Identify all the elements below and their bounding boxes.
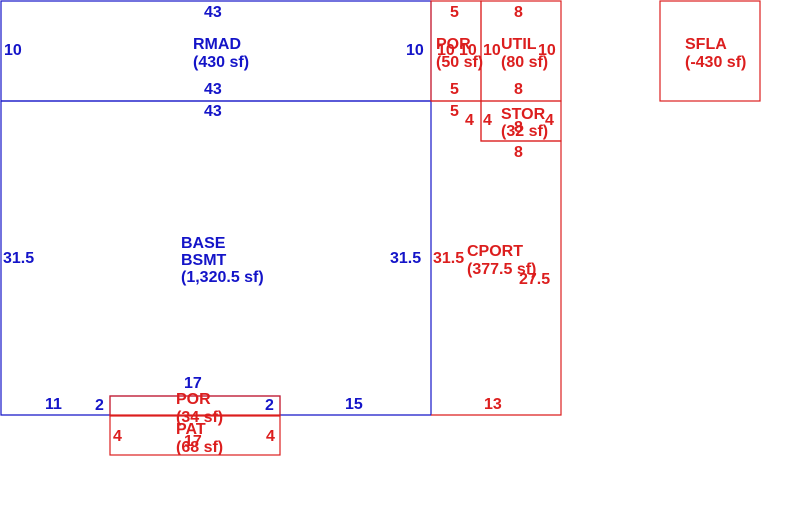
base-dim-right: 31.5: [390, 250, 421, 267]
util-name: UTIL: [501, 36, 537, 53]
rmad-dim-right: 10: [406, 42, 424, 59]
pat-dim-center: 17: [184, 433, 202, 450]
util-dim-left: 10: [483, 42, 501, 59]
por-top-name: POR: [436, 36, 471, 53]
stor-dim-left-2: 4: [483, 112, 492, 129]
sfla-area: (-430 sf): [685, 54, 746, 71]
sfla-outline: [659, 0, 761, 102]
cport-dim-left: 31.5: [433, 250, 464, 267]
base-dim-left: 31.5: [3, 250, 34, 267]
base-area: (1,320.5 sf): [181, 269, 264, 286]
cport-dim-bottom: 13: [484, 396, 502, 413]
base-dim-bottom-right: 15: [345, 396, 363, 413]
stor-dim-center: 8: [514, 119, 523, 136]
por-bottom-name: POR: [176, 391, 211, 408]
stor-area: (32 sf): [501, 123, 548, 140]
rmad-name: RMAD: [193, 36, 241, 53]
rmad-area: (430 sf): [193, 54, 249, 71]
sfla-name: SFLA: [685, 36, 727, 53]
stor-dim-bottom: 8: [514, 144, 523, 161]
base-dim-top: 43: [204, 103, 222, 120]
por-top-dim-left: 10: [437, 42, 455, 59]
util-dim-bottom: 8: [514, 81, 523, 98]
por-top-dim-right: 10: [459, 42, 477, 59]
stor-dim-right: 4: [545, 112, 554, 129]
cport-name: CPORT: [467, 243, 523, 260]
stor-dim-left: 4: [465, 112, 474, 129]
pat-area: (68 sf): [176, 439, 223, 456]
por-bottom-outline: [109, 395, 281, 417]
base-name-2: BSMT: [181, 252, 227, 269]
por-top-area: (50 sf): [436, 54, 483, 71]
por-top-dim-top: 5: [450, 4, 459, 21]
util-area: (80 sf): [501, 54, 548, 71]
util-dim-right: 10: [538, 42, 556, 59]
cport-outline: [431, 100, 562, 416]
por-top-dim-bottom: 5: [450, 81, 459, 98]
base-dim-notch-top: 17: [184, 375, 202, 392]
stor-name: STOR: [501, 106, 546, 123]
pat-dim-right: 4: [266, 428, 275, 445]
util-dim-top: 8: [514, 4, 523, 21]
rmad-dim-left: 10: [4, 42, 22, 59]
cport-area: (377.5 sf): [467, 261, 536, 278]
cport-dim-right: 27.5: [519, 271, 550, 288]
pat-outline: [109, 414, 281, 456]
base-name: BASE: [181, 235, 226, 252]
rmad-dim-top: 43: [204, 4, 222, 21]
pat-name: PAT: [176, 421, 206, 438]
stor-dim-top: 5: [450, 103, 459, 120]
base-dim-notch-right: 2: [265, 397, 274, 414]
rmad-dim-bottom: 43: [204, 81, 222, 98]
por-bottom-area: (34 sf): [176, 409, 223, 426]
pat-dim-left: 4: [113, 428, 122, 445]
base-dim-notch-left: 2: [95, 397, 104, 414]
base-dim-bottom-left: 11: [45, 396, 62, 413]
